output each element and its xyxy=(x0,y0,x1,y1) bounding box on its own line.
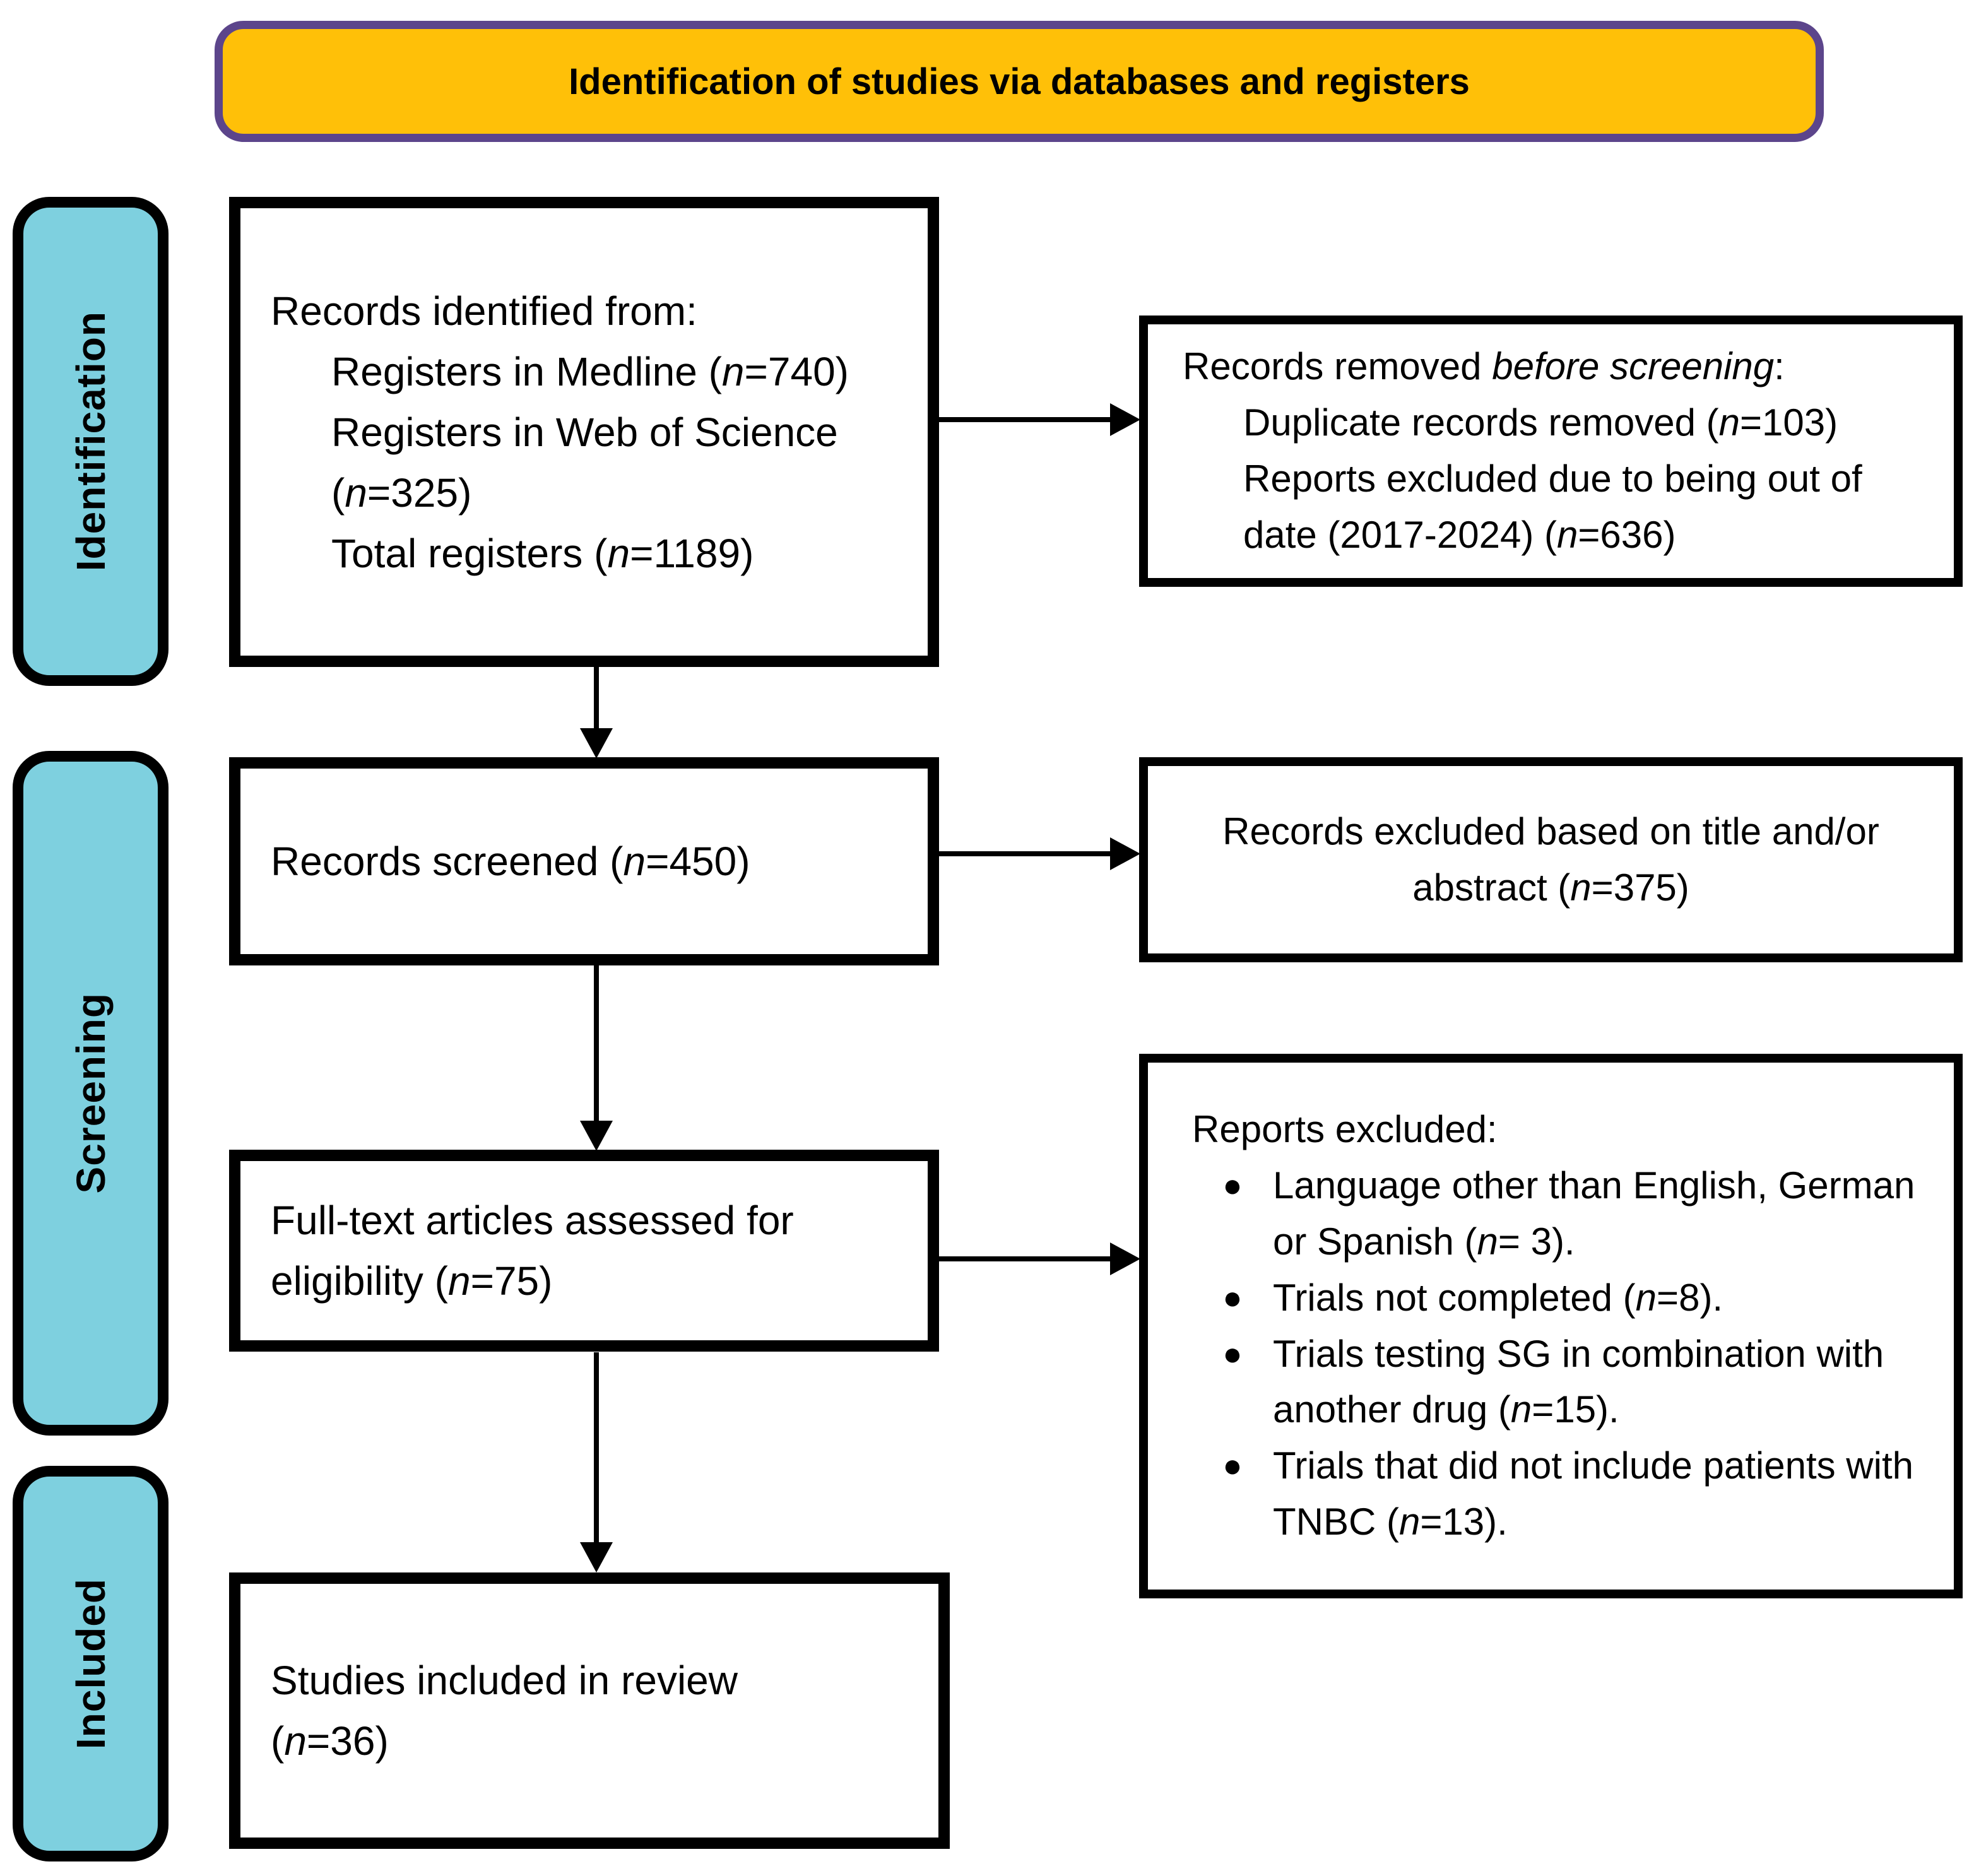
reports-excluded-title: Reports excluded: xyxy=(1192,1108,1498,1151)
reports-excluded-item: ● Trials testing SG in combination with … xyxy=(1192,1326,1938,1439)
arrow-identified-to-screened xyxy=(594,667,599,728)
records-screened-label: Records screened (n=450) xyxy=(271,839,750,884)
stage-label-screening-text: Screening xyxy=(68,993,114,1194)
records-removed-line: Reports excluded due to being out of dat… xyxy=(1243,457,1862,556)
arrow-fulltext-to-included xyxy=(594,1352,599,1542)
records-identified-line: Registers in Medline (n=740) xyxy=(331,348,849,394)
records-identified-line: Registers in Web of Science (n=325) xyxy=(331,409,838,516)
reports-excluded-item-text: Trials that did not include patients wit… xyxy=(1273,1444,1913,1543)
reports-excluded-item-text: Trials not completed (n=8). xyxy=(1273,1276,1723,1319)
reports-excluded-item-text: Language other than English, German or S… xyxy=(1273,1164,1915,1263)
records-removed-line: Duplicate records removed (n=103) xyxy=(1243,401,1838,444)
arrow-identified-to-removed xyxy=(938,417,1110,422)
reports-excluded-item: ● Language other than English, German or… xyxy=(1192,1158,1938,1270)
stage-label-identification-text: Identification xyxy=(68,311,114,572)
bullet-icon: ● xyxy=(1222,1279,1243,1316)
records-removed-title: Records removed before screening: xyxy=(1183,345,1785,388)
records-identified-line: Total registers (n=1189) xyxy=(331,530,754,576)
banner-title: Identification of studies via databases … xyxy=(215,21,1824,142)
reports-excluded-item: ● Trials that did not include patients w… xyxy=(1192,1438,1938,1550)
records-identified-title: Records identified from: xyxy=(271,288,697,334)
box-records-excluded-title-abstract: Records excluded based on title and/or a… xyxy=(1139,757,1963,962)
box-fulltext-assessed: Full-text articles assessed for eligibil… xyxy=(229,1150,939,1352)
stage-label-screening: Screening xyxy=(13,751,168,1436)
stage-label-included-text: Included xyxy=(68,1578,114,1750)
box-reports-excluded: Reports excluded: ● Language other than … xyxy=(1139,1054,1963,1598)
bullet-icon: ● xyxy=(1222,1335,1243,1372)
fulltext-assessed-label: Full-text articles assessed for eligibil… xyxy=(271,1198,794,1304)
banner-title-label: Identification of studies via databases … xyxy=(569,61,1470,102)
stage-label-included: Included xyxy=(13,1466,168,1861)
stage-label-identification: Identification xyxy=(13,197,168,686)
box-records-removed-before-screening: Records removed before screening: Duplic… xyxy=(1139,316,1963,587)
box-records-screened: Records screened (n=450) xyxy=(229,757,939,965)
box-records-identified: Records identified from: Registers in Me… xyxy=(229,197,939,667)
arrow-screened-to-excluded xyxy=(938,851,1110,856)
arrow-fulltext-to-reports-excluded xyxy=(938,1256,1110,1261)
records-excluded-label: Records excluded based on title and/or a… xyxy=(1222,810,1879,909)
arrow-screened-to-fulltext xyxy=(594,965,599,1121)
box-studies-included: Studies included in review (n=36) xyxy=(229,1572,950,1849)
reports-excluded-item: ● Trials not completed (n=8). xyxy=(1192,1270,1938,1326)
bullet-icon: ● xyxy=(1222,1448,1243,1485)
studies-included-label: Studies included in review (n=36) xyxy=(271,1658,738,1764)
bullet-icon: ● xyxy=(1222,1167,1243,1205)
reports-excluded-item-text: Trials testing SG in combination with an… xyxy=(1273,1332,1884,1431)
